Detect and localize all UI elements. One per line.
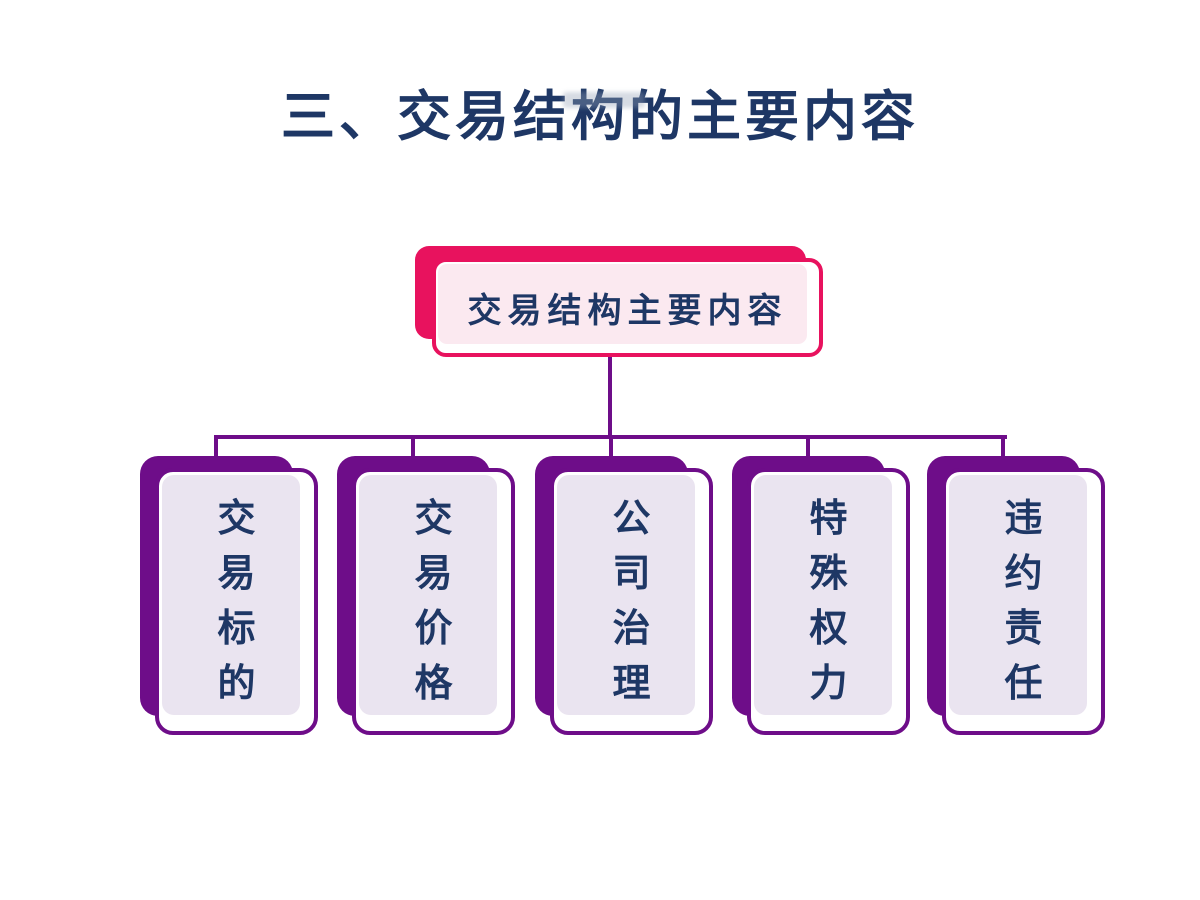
root-box-label: 交易结构主要内容 xyxy=(467,293,788,330)
child-box-transaction-subject: 交易标的 xyxy=(140,456,318,735)
root-box: 交易结构主要内容 xyxy=(432,258,823,357)
child-box-fill xyxy=(754,475,892,715)
connector-stub-4 xyxy=(806,435,810,458)
connector-stub-3 xyxy=(609,435,613,458)
connector-stub-2 xyxy=(411,435,415,458)
child-box: 违约责任 xyxy=(942,468,1105,735)
connector-stub-1 xyxy=(214,435,218,458)
child-box-label: 交易标的 xyxy=(217,497,256,705)
child-box-label: 公司治理 xyxy=(612,497,651,705)
child-box: 交易标的 xyxy=(155,468,318,735)
child-box-fill xyxy=(359,475,497,715)
child-box: 特殊权力 xyxy=(747,468,910,735)
child-box-corporate-governance: 公司治理 xyxy=(535,456,713,735)
child-box-label: 特殊权力 xyxy=(809,497,848,705)
child-box-fill xyxy=(162,475,300,715)
slide-title: 三、交易结构的主要内容 xyxy=(281,87,919,147)
child-box-label: 违约责任 xyxy=(1004,497,1043,705)
child-box: 公司治理 xyxy=(550,468,713,735)
child-box-breach-liability: 违约责任 xyxy=(927,456,1105,735)
child-box: 交易价格 xyxy=(352,468,515,735)
connector-root-vertical xyxy=(608,357,612,439)
child-box-label: 交易价格 xyxy=(414,497,453,705)
child-box-fill xyxy=(557,475,695,715)
child-box-fill xyxy=(949,475,1087,715)
child-box-special-rights: 特殊权力 xyxy=(732,456,910,735)
watermark-smudge xyxy=(563,92,645,108)
child-box-transaction-price: 交易价格 xyxy=(337,456,515,735)
connector-stub-5 xyxy=(1001,435,1005,458)
root-box-fill xyxy=(438,264,807,344)
